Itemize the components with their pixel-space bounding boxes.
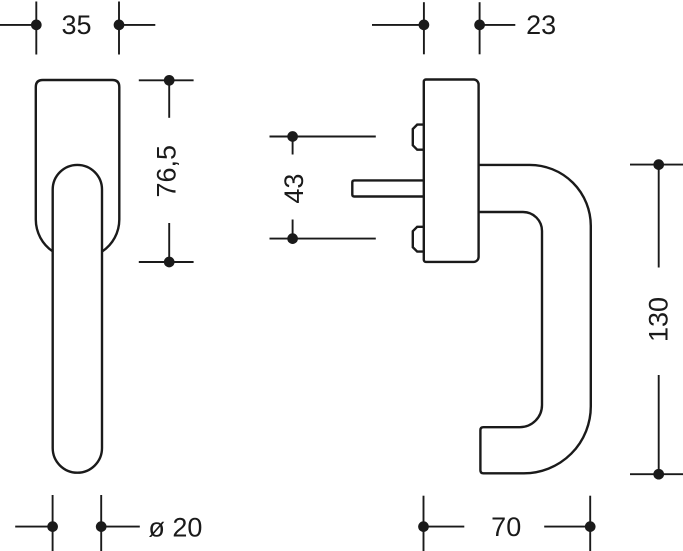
svg-text:23: 23 bbox=[526, 10, 556, 40]
svg-text:70: 70 bbox=[491, 512, 521, 542]
svg-text:35: 35 bbox=[61, 10, 91, 40]
svg-text:ø 20: ø 20 bbox=[148, 512, 202, 542]
svg-text:130: 130 bbox=[644, 297, 674, 342]
svg-text:43: 43 bbox=[279, 174, 309, 204]
svg-text:76,5: 76,5 bbox=[152, 145, 182, 198]
